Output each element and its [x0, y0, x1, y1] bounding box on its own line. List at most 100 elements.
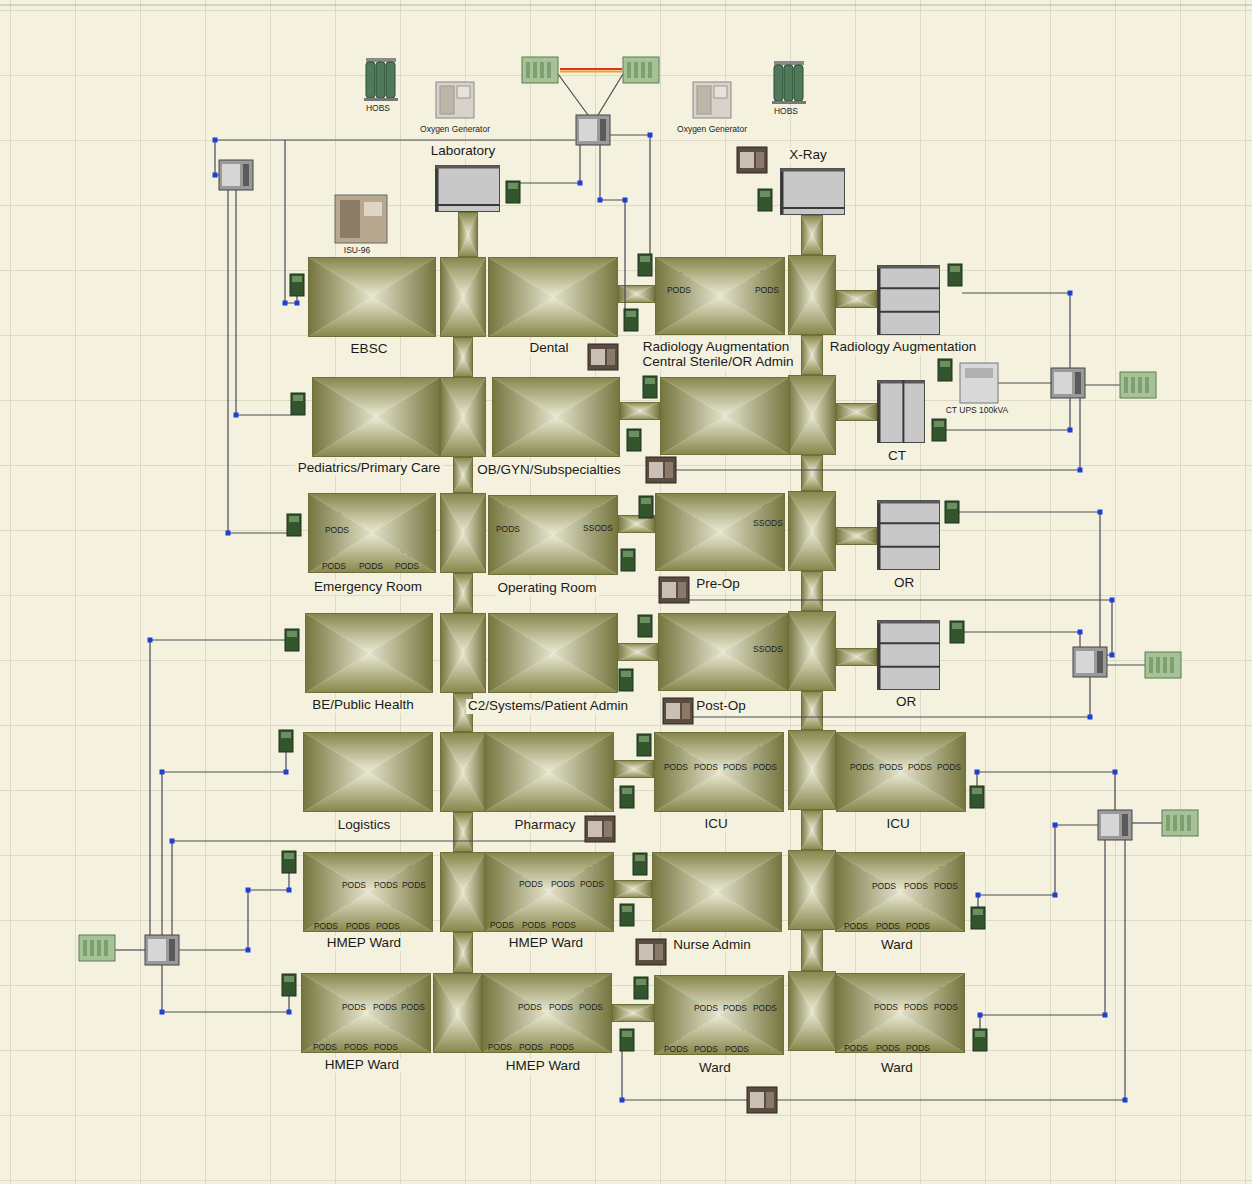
tent-facet	[812, 850, 836, 930]
wire-junction	[1088, 715, 1093, 720]
tent-facet	[453, 457, 463, 493]
pods-label: PODS	[844, 922, 868, 931]
generator-icon	[289, 516, 299, 522]
wire-junction	[1078, 630, 1083, 635]
pods-label: PODS	[322, 562, 346, 571]
pods-label: PODS	[490, 921, 514, 930]
generator-grille	[1180, 815, 1184, 831]
tent-outline	[441, 733, 486, 812]
tent-facet	[857, 290, 878, 308]
tent-facet	[488, 257, 553, 337]
wire-junction	[1110, 598, 1115, 603]
pods-label: PODS	[872, 882, 896, 891]
wire-junction	[1053, 823, 1058, 828]
ecu-icon	[663, 698, 693, 724]
tent-outline	[837, 404, 877, 421]
tent-facet	[612, 1004, 633, 1022]
tent-outline	[653, 853, 782, 932]
tent-facet	[812, 571, 823, 611]
power-wire	[179, 873, 289, 950]
generator-grille	[90, 940, 94, 956]
generator-icon	[284, 976, 294, 982]
pods-label: PODS	[723, 1004, 747, 1013]
power-wire	[977, 772, 1115, 810]
ecu-icon	[588, 344, 618, 370]
tent-facet	[812, 375, 836, 455]
tent-facet	[463, 852, 486, 932]
tent-facet	[654, 732, 719, 812]
wire-junction	[148, 638, 153, 643]
generator-unit	[1162, 810, 1198, 836]
ecu-icon	[655, 944, 663, 960]
generator-icon	[622, 788, 632, 794]
pods-label: PODS	[342, 1003, 366, 1012]
wire-junction	[1078, 468, 1083, 473]
generator-icon	[932, 419, 946, 441]
power-wire	[959, 512, 1100, 647]
tent-module: Ward	[835, 852, 965, 932]
power-wire	[610, 135, 650, 254]
tent-facet	[484, 732, 549, 812]
tent-outline	[454, 574, 473, 613]
hobs-icon	[774, 61, 804, 65]
pods-label: PODS	[313, 1043, 337, 1052]
node-label: Pre-Op	[694, 577, 742, 592]
wire-junction	[1068, 428, 1073, 433]
tent-outline	[659, 614, 788, 691]
pods-label: PODS	[844, 1044, 868, 1053]
tent-module: EBSC	[308, 257, 436, 337]
tent-facet	[812, 810, 823, 850]
tent-facet	[458, 212, 468, 257]
generator-grille	[1156, 657, 1160, 673]
distribution-panel	[576, 115, 610, 145]
shelter-divider	[877, 666, 940, 668]
ecu-icon	[604, 821, 612, 837]
tent-facet	[440, 613, 463, 693]
tent-outline	[615, 881, 652, 898]
node-label: Dental	[527, 341, 570, 356]
tent-module: Logistics	[303, 732, 433, 812]
generator-icon	[281, 732, 291, 738]
tent-facet	[638, 643, 659, 661]
tent-facet	[717, 852, 782, 932]
shelter-body	[781, 169, 845, 215]
pods-label: PODS	[488, 1043, 512, 1052]
tent-outline	[302, 974, 431, 1053]
tent-outline	[836, 974, 965, 1053]
tent-outline	[618, 644, 658, 661]
distribution-panel	[219, 160, 253, 190]
generator-icon	[282, 851, 296, 873]
tent-facet	[312, 377, 376, 457]
tent-outline	[789, 612, 836, 691]
ups-icon	[965, 368, 993, 378]
tent-module: Ward	[835, 973, 965, 1053]
generator-grille	[1131, 377, 1135, 393]
node-label: Radiology Augmentation	[828, 340, 978, 355]
distribution-panel	[148, 939, 166, 961]
pods-label: PODS	[664, 1045, 688, 1054]
generator-icon	[637, 734, 651, 756]
tent-facet	[801, 571, 812, 611]
shelter-edge	[878, 621, 881, 690]
pods-label: PODS	[376, 922, 400, 931]
generator-grille	[648, 62, 652, 78]
node-shape	[484, 852, 614, 932]
generator-icon	[643, 376, 657, 398]
power-wire	[228, 188, 287, 533]
tent-outline	[655, 976, 784, 1055]
wire-junction	[1113, 770, 1118, 775]
node-shape	[660, 377, 790, 455]
tent-facet	[463, 337, 473, 377]
tent-outline	[789, 731, 836, 810]
tent-facet	[836, 403, 857, 421]
pods-label: PODS	[876, 922, 900, 931]
pods-label: PODS	[904, 1003, 928, 1012]
wire-junction	[295, 301, 300, 306]
tent-outline	[789, 851, 836, 930]
node-label: OR	[894, 695, 918, 710]
generator-unit	[522, 57, 558, 83]
generator-icon	[279, 730, 293, 752]
shelter-edge	[878, 621, 940, 624]
tent-facet	[620, 402, 640, 420]
